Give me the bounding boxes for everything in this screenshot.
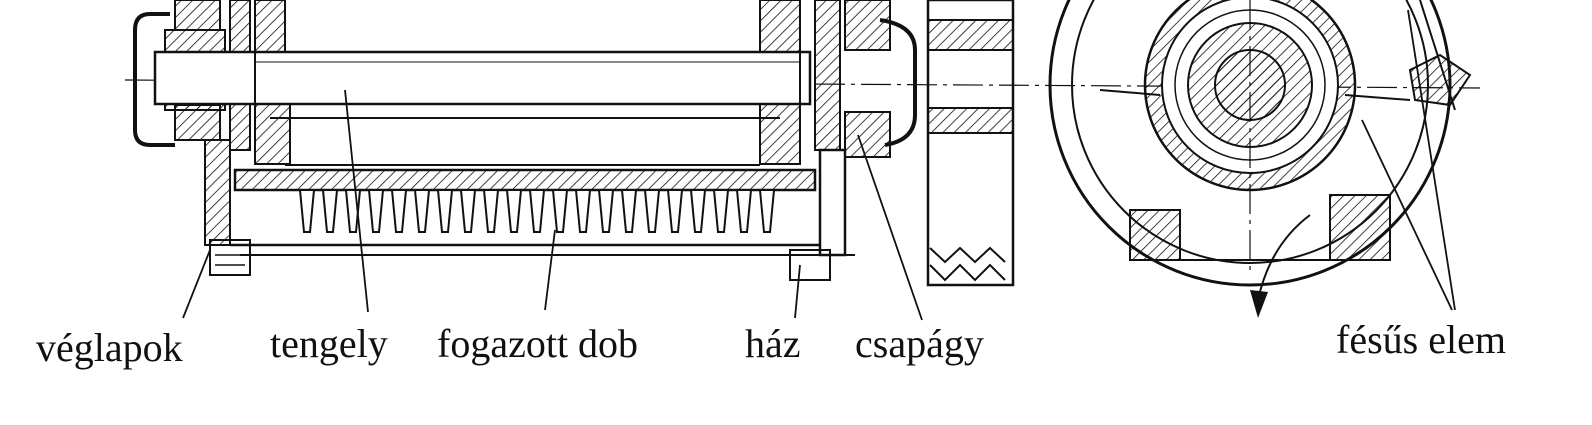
label-fesus-elem: fésűs elem (1336, 317, 1506, 362)
drum-tooth (298, 189, 316, 233)
drum-tooth (689, 189, 707, 233)
drum-tooth (321, 189, 339, 233)
drum-tooth (367, 189, 385, 233)
drum-tooth (712, 189, 730, 233)
drum-tooth (758, 189, 776, 233)
drum-tooth (505, 189, 523, 233)
drum-tooth (574, 189, 592, 233)
label-veglapok: véglapok (36, 325, 183, 370)
label-haz: ház (745, 321, 801, 366)
label-fogazott-dob: fogazott dob (437, 321, 639, 366)
drum-tooth (735, 189, 753, 233)
drum-tooth (390, 189, 408, 233)
label-tengely: tengely (270, 321, 388, 366)
label-csapagy: csapágy (855, 321, 984, 366)
drum-tooth (620, 189, 638, 233)
drum-tooth (666, 189, 684, 233)
drum-tooth (643, 189, 661, 233)
end-view (1048, 0, 1472, 318)
drum-tooth (482, 189, 500, 233)
leader-lines (182, 9, 1456, 321)
drum-tooth (459, 189, 477, 233)
drum-tooth (551, 189, 569, 233)
drum-tooth (528, 189, 546, 233)
drum-tooth (436, 189, 454, 233)
drum-teeth (298, 189, 776, 233)
drum-tooth (597, 189, 615, 233)
section-view (133, 0, 1015, 287)
drum-tooth (413, 189, 431, 233)
